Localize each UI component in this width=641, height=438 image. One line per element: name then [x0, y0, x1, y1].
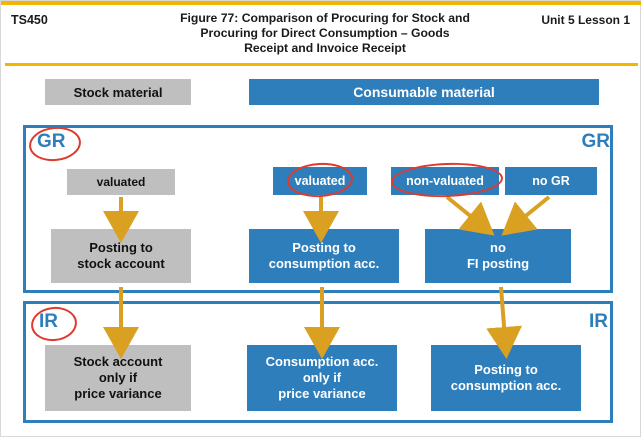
ir-posting-to-consumption-box: Posting to consumption acc.: [431, 345, 581, 411]
gr-posting-cons-line2: consumption acc.: [268, 256, 380, 271]
title-line-1: Figure 77: Comparison of Procuring for S…: [180, 11, 470, 25]
title-line-3: Receipt and Invoice Receipt: [244, 41, 406, 55]
slide-header: TS450 Figure 77: Comparison of Procuring…: [5, 5, 638, 57]
gr-no-fi-posting-box: no FI posting: [425, 229, 571, 283]
ir-post-line2: consumption acc.: [450, 378, 562, 393]
ir-tag-right: IR: [589, 311, 608, 332]
gr-no-fi-line1: no: [490, 240, 506, 255]
ir-stock-line2: only if: [98, 370, 138, 385]
header-accent-rule: [5, 63, 638, 66]
legend-consumable-material: Consumable material: [249, 79, 599, 105]
course-code: TS450: [11, 13, 48, 27]
ir-cons-line1: Consumption acc.: [265, 354, 379, 369]
ir-post-line1: Posting to: [474, 362, 538, 377]
gr-posting-cons-line1: Posting to: [292, 240, 356, 255]
gr-tag-right: GR: [581, 131, 611, 152]
gr-no-fi-line2: FI posting: [466, 256, 530, 271]
gr-valuated-consumable-box: valuated: [273, 167, 367, 195]
legend-stock-material: Stock material: [45, 79, 191, 105]
gr-posting-to-stock-account-box: Posting to stock account: [51, 229, 191, 283]
title-line-2: Procuring for Direct Consumption – Goods: [200, 26, 450, 40]
gr-valuated-stock-box: valuated: [67, 169, 175, 195]
gr-non-valuated-box: non-valuated: [391, 167, 499, 195]
ir-cons-line3: price variance: [278, 386, 366, 401]
ir-cons-line2: only if: [302, 370, 342, 385]
ir-stock-line3: price variance: [74, 386, 162, 401]
ir-tag-left: IR: [39, 311, 58, 332]
gr-posting-stock-line2: stock account: [77, 256, 165, 271]
page-title: Figure 77: Comparison of Procuring for S…: [125, 11, 525, 56]
unit-lesson-label: Unit 5 Lesson 1: [541, 13, 630, 27]
gr-tag-left: GR: [37, 131, 66, 152]
top-accent-rule: [1, 1, 641, 5]
gr-posting-stock-line1: Posting to: [89, 240, 153, 255]
gr-posting-to-consumption-box: Posting to consumption acc.: [249, 229, 399, 283]
ir-stock-line1: Stock account: [73, 354, 163, 369]
gr-no-gr-box: no GR: [505, 167, 597, 195]
